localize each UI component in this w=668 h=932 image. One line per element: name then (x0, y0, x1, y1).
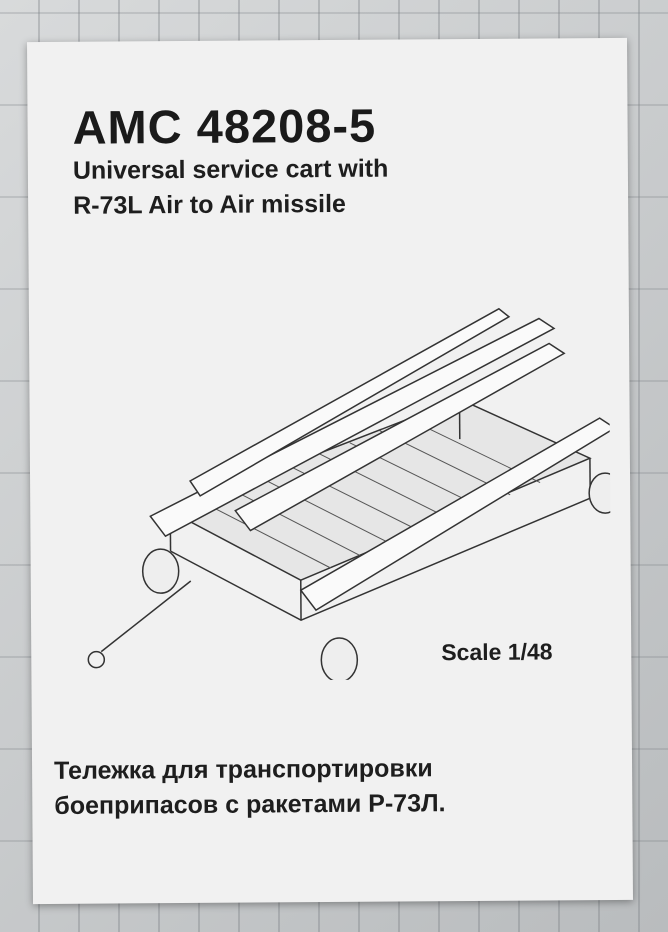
product-code-title: AMC 48208-5 (72, 98, 377, 154)
subtitle-line-1: Universal service cart with (72, 154, 389, 185)
subtitle-line-2: R-73L Air to Air missile (73, 189, 347, 220)
cart-frame (168, 398, 592, 622)
scale-label: Scale 1/48 (441, 638, 553, 666)
russian-description-line-1: Тележка для транспортировки (53, 754, 433, 785)
missiles (149, 307, 612, 612)
tow-bar (87, 580, 192, 669)
cart-with-missiles-illustration (87, 307, 612, 682)
product-card: AMC 48208-5 Universal service cart with … (26, 37, 634, 905)
wheels (141, 472, 612, 682)
russian-description-line-2: боеприпасов с ракетами Р-73Л. (54, 789, 446, 820)
